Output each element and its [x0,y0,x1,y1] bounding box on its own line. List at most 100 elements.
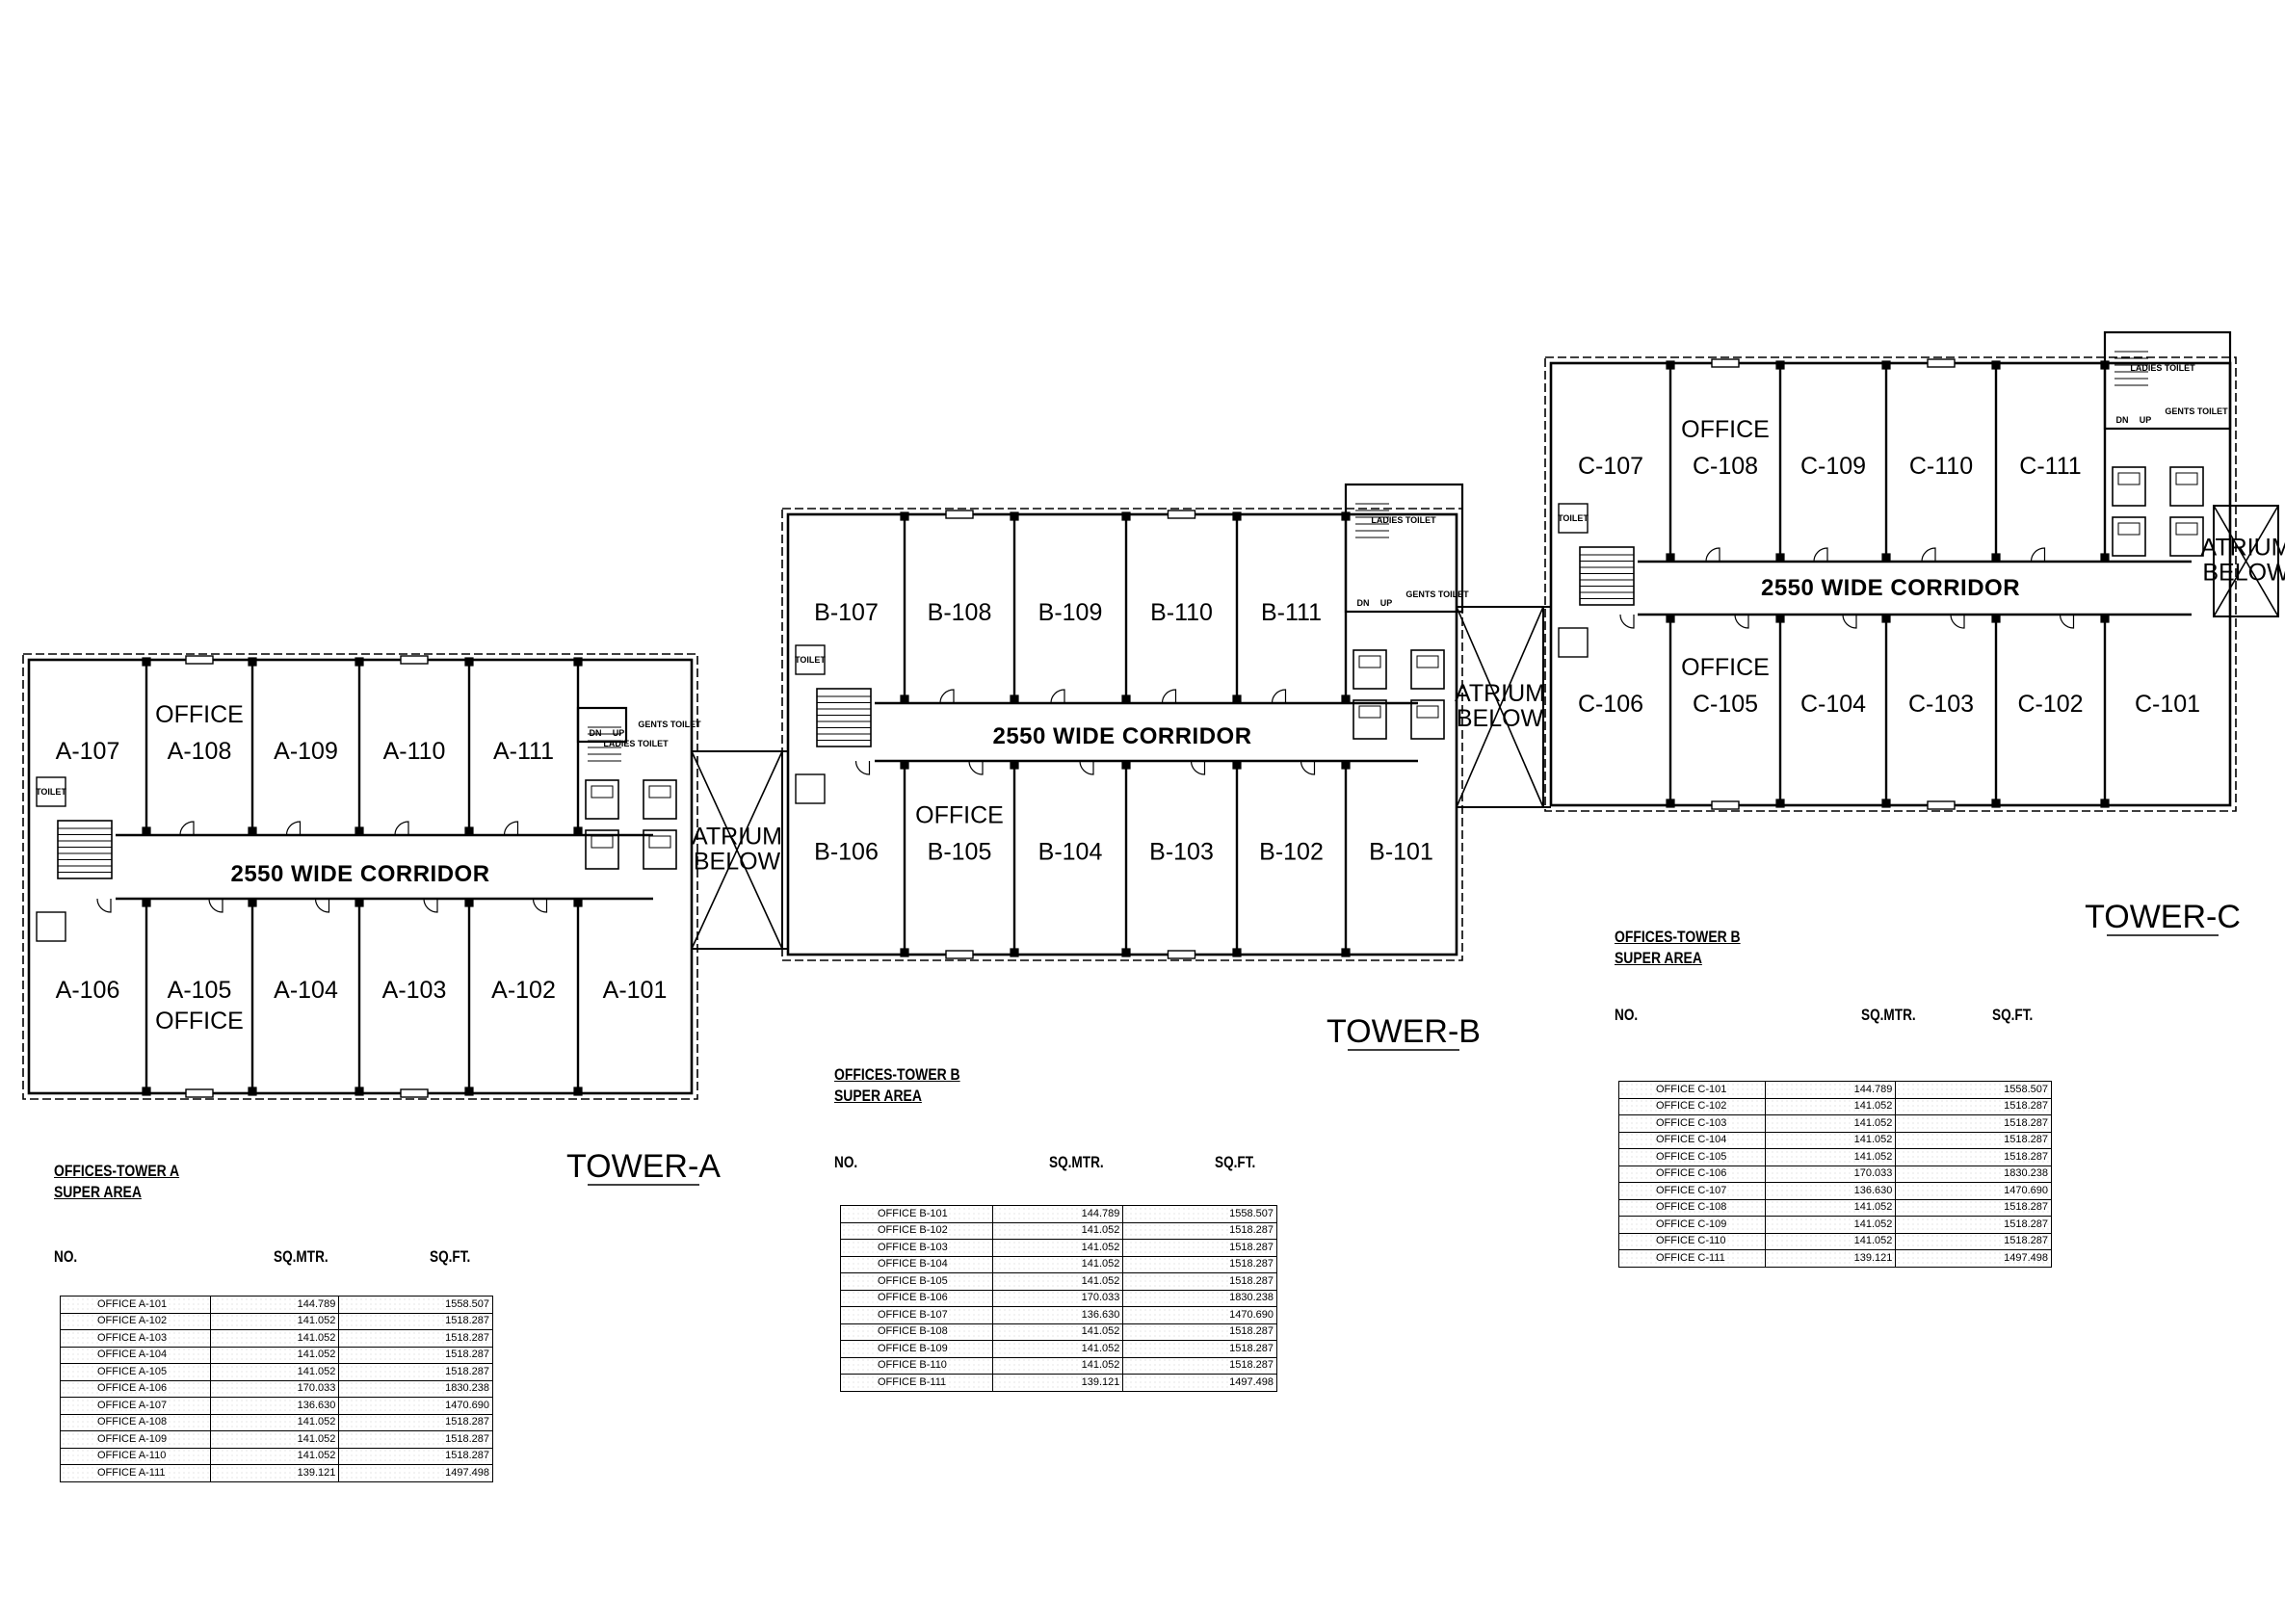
room-label: C-106 [1578,691,1643,718]
sqm-cell: 141.052 [991,1272,1124,1291]
office-tag: OFFICE [155,701,244,728]
atrium-label: ATRIUM [1455,680,1545,707]
sqft-cell: 1518.287 [1122,1323,1277,1341]
sqft-cell: 1518.287 [1895,1198,2052,1217]
room-label: C-109 [1800,453,1866,480]
office-name-cell: OFFICE A-111 [60,1464,211,1482]
sqm-cell: 141.052 [209,1413,340,1431]
sqm-cell: 141.052 [1764,1232,1897,1250]
sqft-cell: 1558.507 [1895,1081,2052,1099]
office-name-cell: OFFICE B-109 [840,1340,993,1358]
sqm-cell: 139.121 [1764,1249,1897,1268]
office-name-cell: OFFICE A-104 [60,1346,211,1364]
sqm-cell: 141.052 [991,1221,1124,1240]
room-label: A-109 [274,738,338,765]
office-name-cell: OFFICE C-110 [1618,1232,1766,1250]
lift-shaft [2112,516,2146,557]
room-label: B-110 [1150,599,1213,626]
schedule-tower-c: OFFICES-TOWER B SUPER AREA NO. SQ.MTR. S… [1615,927,2058,1293]
office-name-cell: OFFICE B-108 [840,1323,993,1341]
room-label: B-101 [1369,839,1433,866]
up-label: UP [1380,598,1393,608]
sqm-cell: 170.033 [209,1379,340,1398]
lift-shaft [1410,649,1445,690]
office-name-cell: OFFICE C-103 [1618,1114,1766,1133]
room-label: A-101 [603,977,668,1004]
room-label: C-110 [1909,453,1973,480]
sqm-cell: 136.630 [991,1306,1124,1324]
corridor-label: 2550 WIDE CORRIDOR [1761,575,2020,601]
office-name-cell: OFFICE C-109 [1618,1216,1766,1234]
room-label: A-106 [56,977,120,1004]
sqft-cell: 1518.287 [338,1329,493,1348]
col-sqft: SQ.FT. [1215,1153,1256,1171]
toilet-label: TOILET [795,655,826,665]
sqm-cell: 141.052 [209,1346,340,1364]
sqft-cell: 1518.287 [1895,1131,2052,1149]
room-label: A-108 [168,738,232,765]
schedule-subtitle: SUPER AREA [834,1087,922,1105]
schedule-tower-b: OFFICES-TOWER B SUPER AREA NO. SQ.MTR. S… [834,1064,1287,1430]
service-core [1344,483,1464,614]
room-label: A-103 [382,977,447,1004]
toilet-box [795,644,826,675]
room-label: C-101 [2135,691,2200,718]
dn-label: DN [2116,415,2129,425]
col-sqm: SQ.MTR. [274,1247,328,1266]
lift-shaft [643,829,677,870]
toilet-box [36,911,66,942]
sqft-cell: 1518.287 [1122,1239,1277,1257]
sqm-cell: 141.052 [1764,1216,1897,1234]
sqm-cell: 141.052 [1764,1114,1897,1133]
sqm-cell: 136.630 [1764,1182,1897,1200]
lift-shaft [2112,466,2146,507]
up-label: UP [2140,415,2152,425]
sqm-cell: 139.121 [209,1464,340,1482]
office-name-cell: OFFICE B-107 [840,1306,993,1324]
service-core [576,706,628,744]
room-label: A-104 [274,977,338,1004]
room-label: C-102 [2017,691,2083,718]
lift-shaft [1410,699,1445,740]
sqm-cell: 144.789 [1764,1081,1897,1099]
stair-icon [816,688,872,747]
room-label: C-103 [1908,691,1974,718]
schedule-tower-a: OFFICES-TOWER A SUPER AREA NO. SQ.MTR. S… [54,1161,497,1527]
office-name-cell: OFFICE C-107 [1618,1182,1766,1200]
sqft-cell: 1830.238 [1122,1289,1277,1307]
sqft-cell: 1558.507 [1122,1205,1277,1223]
col-sqm: SQ.MTR. [1049,1153,1104,1171]
gents-toilet-label: GENTS TOILET [638,720,701,729]
sqft-cell: 1518.287 [1895,1097,2052,1115]
room-label: B-111 [1261,599,1322,626]
dashed-outline [22,653,698,1100]
room-label: A-105 [168,977,232,1004]
schedule-title: OFFICES-TOWER B [1615,928,1741,946]
office-name-cell: OFFICE A-108 [60,1413,211,1431]
room-label: B-107 [814,599,879,626]
col-sqft: SQ.FT. [430,1247,471,1266]
sqft-cell: 1518.287 [1895,1232,2052,1250]
sqm-cell: 141.052 [1764,1198,1897,1217]
dn-label: DN [590,728,602,738]
lift-shaft [585,829,619,870]
sqm-cell: 144.789 [209,1296,340,1314]
office-name-cell: OFFICE A-103 [60,1329,211,1348]
office-tag: OFFICE [155,1008,244,1035]
